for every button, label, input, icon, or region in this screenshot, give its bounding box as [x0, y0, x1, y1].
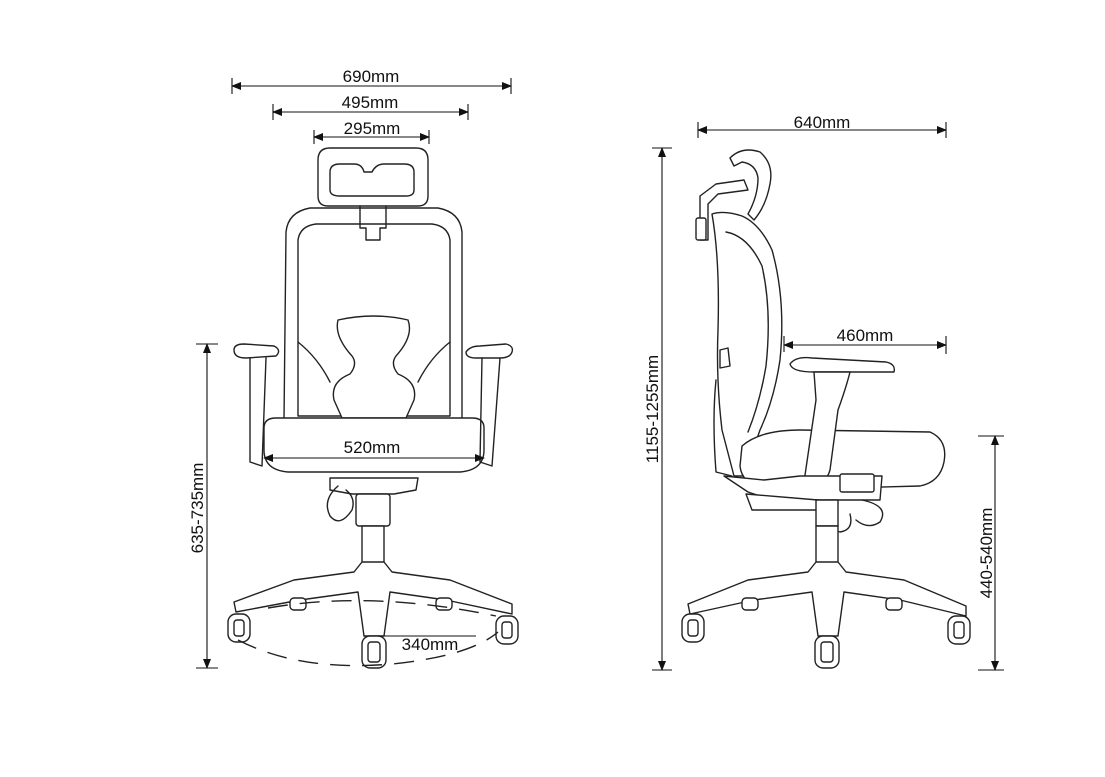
side-backrest [711, 211, 783, 477]
dim-label-1155-1255: 1155-1255mm [643, 355, 662, 463]
front-caster-right [495, 615, 519, 645]
side-dim-seat-height: 440-540mm [977, 435, 1004, 671]
front-right-armrest [465, 343, 514, 467]
front-dim-arm-width: 495mm [272, 93, 469, 120]
dim-label-460: 460mm [837, 326, 894, 345]
side-headrest [695, 149, 772, 241]
front-dim-headrest-width: 295mm [313, 119, 430, 144]
side-dim-total-height: 1155-1255mm [643, 147, 672, 671]
front-dim-seat-width: 520mm [263, 438, 485, 462]
dim-label-340: 340mm [402, 635, 459, 654]
dim-label-295: 295mm [344, 119, 401, 138]
side-dim-seat-depth: 460mm [783, 326, 947, 354]
front-headrest [317, 147, 429, 241]
side-gas-cylinder [815, 525, 839, 567]
front-view-chair [227, 147, 519, 669]
side-caster-center [814, 635, 840, 669]
front-dim-arm-height: 635-735mm [188, 343, 218, 669]
front-gas-cylinder [361, 525, 385, 567]
side-caster-back-left [741, 597, 759, 611]
dim-label-640: 640mm [794, 113, 851, 132]
front-dim-base-radius: 340mm [378, 635, 476, 654]
base-radius-arc-top [267, 599, 497, 617]
dim-label-690: 690mm [343, 67, 400, 86]
front-backrest [283, 207, 463, 421]
side-base [681, 561, 971, 669]
side-mechanism [723, 473, 884, 533]
front-base [227, 561, 519, 669]
side-caster-left [681, 613, 705, 643]
side-caster-right [947, 615, 971, 645]
front-caster-left [227, 613, 251, 643]
dim-label-495: 495mm [342, 93, 399, 112]
front-caster-back-right [435, 597, 453, 611]
dim-label-440-540: 440-540mm [977, 508, 996, 599]
side-armrest [789, 356, 896, 485]
side-view-chair [681, 149, 971, 669]
side-dim-depth: 640mm [697, 113, 947, 138]
dim-label-520: 520mm [344, 438, 401, 457]
front-mechanism [326, 477, 419, 527]
dim-label-635-735: 635-735mm [188, 463, 207, 554]
front-dim-overall-width: 690mm [231, 67, 512, 94]
front-caster-center [361, 635, 387, 669]
front-left-armrest [233, 343, 280, 467]
front-caster-back-left [289, 597, 307, 611]
side-caster-back-right [885, 597, 903, 611]
base-radius-arc-bottom [237, 631, 499, 667]
